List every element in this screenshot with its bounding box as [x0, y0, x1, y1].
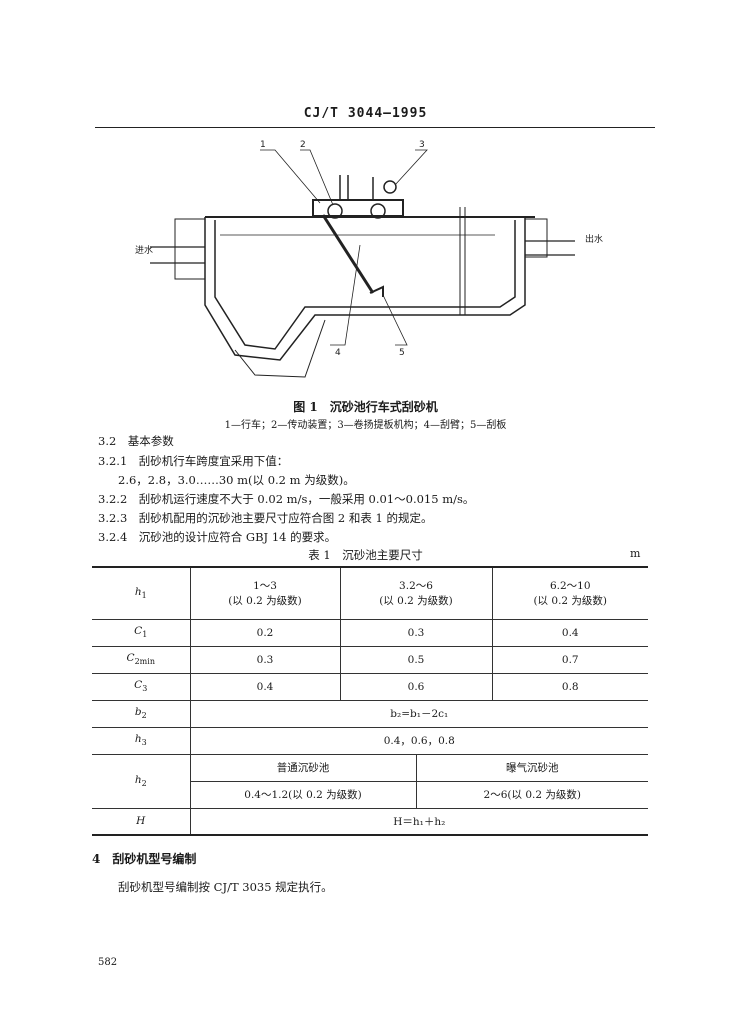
- table-cell: 0.3: [339, 618, 493, 647]
- callout-4: 4: [335, 348, 341, 358]
- table-cell: 0.3: [189, 645, 341, 674]
- tank-floor-hopper: [234, 319, 326, 378]
- header-rule: [95, 127, 655, 128]
- table-row: C2min 0.3 0.5 0.7: [92, 645, 648, 674]
- table-cell: 0.4: [189, 672, 341, 701]
- clause-text: 刮砂机配用的沉砂池主要尺寸应符合图 2 和表 1 的规定。: [138, 511, 433, 525]
- section-4-heading: 4 刮砂机型号编制: [92, 852, 197, 866]
- table-cell: 0.4，0.6，0.8: [189, 726, 648, 755]
- carriage-body: [312, 199, 404, 217]
- section-3-2-heading: 3.2 基本参数: [98, 434, 174, 448]
- outlet-pipe: [525, 240, 575, 256]
- callout-5: 5: [399, 348, 405, 358]
- clause-text: 刮砂机行车跨度宜采用下值：: [138, 454, 289, 468]
- tank-inner-wall: [214, 220, 516, 350]
- row-label: C3: [92, 672, 191, 701]
- leader-2: [300, 149, 334, 206]
- inlet-label: 进水: [135, 244, 153, 256]
- inlet-pipe: [150, 246, 205, 264]
- table-row-h2-values: 0.4～1.2(以 0.2 为级数) 2～6(以 0.2 为级数): [92, 780, 648, 809]
- clause-number: 3.2.2: [98, 492, 128, 506]
- table-cell: 2～6(以 0.2 为级数): [415, 780, 648, 809]
- clause-text: 刮砂机运行速度不大于 0.02 m/s，一般采用 0.01～0.015 m/s。: [138, 492, 475, 506]
- clause-3-2-1-values: 2.6，2.8，3.0……30 m(以 0.2 m 为级数)。: [118, 472, 355, 488]
- table-cell: 0.2: [189, 618, 341, 647]
- table-row-H: H H＝h₁＋h₂: [92, 807, 648, 836]
- table-cell: 0.8: [491, 672, 648, 701]
- header-range-1: 1～3(以 0.2 为级数): [189, 566, 341, 620]
- outlet-label: 出水: [585, 233, 603, 245]
- header-range-3: 6.2～10(以 0.2 为级数): [491, 566, 648, 620]
- tank-outer-wall: [204, 217, 526, 361]
- callout-3: 3: [419, 140, 425, 150]
- table-row: C3 0.4 0.6 0.8: [92, 672, 648, 701]
- table-title: 表 1 沉砂池主要尺寸: [308, 548, 423, 562]
- leader-5: [382, 294, 408, 346]
- clause-number: 3.2.4: [98, 530, 128, 544]
- page-number: 582: [98, 957, 118, 968]
- table-cell: 0.7: [491, 645, 648, 674]
- table-row-b2: b2 b₂=b₁－2c₁: [92, 699, 648, 728]
- inlet-chamber: [174, 218, 206, 280]
- clause-number: 3.2.1: [98, 454, 128, 468]
- callout-2: 2: [300, 140, 306, 150]
- callout-1: 1: [260, 140, 266, 150]
- clause-3-2-4: 3.2.4 沉砂池的设计应符合 GBJ 14 的要求。: [98, 529, 336, 545]
- row-label: C2min: [92, 645, 191, 674]
- winch-wheel: [383, 180, 397, 194]
- leader-1: [260, 149, 321, 204]
- row-label: h3: [92, 726, 191, 755]
- scraper-blade: [369, 285, 384, 297]
- figure-title: 图 1 沉砂池行车式刮砂机: [293, 400, 438, 414]
- table-header-row: h1 1～3(以 0.2 为级数) 3.2～6(以 0.2 为级数) 6.2～1…: [92, 566, 648, 620]
- table-unit: m: [630, 547, 641, 560]
- table-cell: 0.6: [339, 672, 493, 701]
- table-row-h2-heads: h2 普通沉砂池 曝气沉砂池: [92, 753, 648, 809]
- header-range-2: 3.2～6(以 0.2 为级数): [339, 566, 493, 620]
- section-4-body: 刮砂机型号编制按 CJ/T 3035 规定执行。: [118, 880, 333, 894]
- scraper-arm: [321, 214, 375, 294]
- clause-3-2-2: 3.2.2 刮砂机运行速度不大于 0.02 m/s，一般采用 0.01～0.01…: [98, 491, 474, 507]
- figure-grit-chamber-diagram: 1 2 3 4 5 进水 出水: [135, 140, 603, 378]
- table-row-h3: h3 0.4，0.6，0.8: [92, 726, 648, 755]
- header-cell-h1: h1: [92, 566, 191, 620]
- row-label: h2: [92, 753, 191, 809]
- clause-text: 2.6，2.8，3.0……30 m(以 0.2 m 为级数)。: [118, 473, 355, 487]
- table-cell: H＝h₁＋h₂: [189, 807, 648, 836]
- table-cell: 0.4～1.2(以 0.2 为级数): [189, 780, 417, 809]
- table-cell: b₂=b₁－2c₁: [189, 699, 648, 728]
- table-row: C1 0.2 0.3 0.4: [92, 618, 648, 647]
- row-label: H: [92, 807, 191, 836]
- table-cell: 0.4: [491, 618, 648, 647]
- table-cell: 0.5: [339, 645, 493, 674]
- table-cell: 普通沉砂池: [189, 753, 417, 782]
- figure-legend: 1—行车；2—传动装置；3—卷扬提板机构；4—刮臂；5—刮板: [224, 420, 507, 431]
- clause-3-2-3: 3.2.3 刮砂机配用的沉砂池主要尺寸应符合图 2 和表 1 的规定。: [98, 510, 433, 526]
- clause-number: 3.2.3: [98, 511, 128, 525]
- outlet-chamber: [524, 218, 548, 258]
- table-cell: 曝气沉砂池: [415, 753, 648, 782]
- row-label: C1: [92, 618, 191, 647]
- carriage-wheel-left: [327, 203, 343, 219]
- document-header: CJ/T 3044—1995: [303, 106, 428, 121]
- leader-3: [394, 149, 428, 186]
- row-label: b2: [92, 699, 191, 728]
- clause-text: 沉砂池的设计应符合 GBJ 14 的要求。: [138, 530, 337, 544]
- dimensions-table: h1 1～3(以 0.2 为级数) 3.2～6(以 0.2 为级数) 6.2～1…: [92, 566, 648, 836]
- clause-3-2-1: 3.2.1 刮砂机行车跨度宜采用下值：: [98, 453, 288, 469]
- leader-4: [330, 244, 361, 346]
- carriage-wheel-right: [370, 203, 386, 219]
